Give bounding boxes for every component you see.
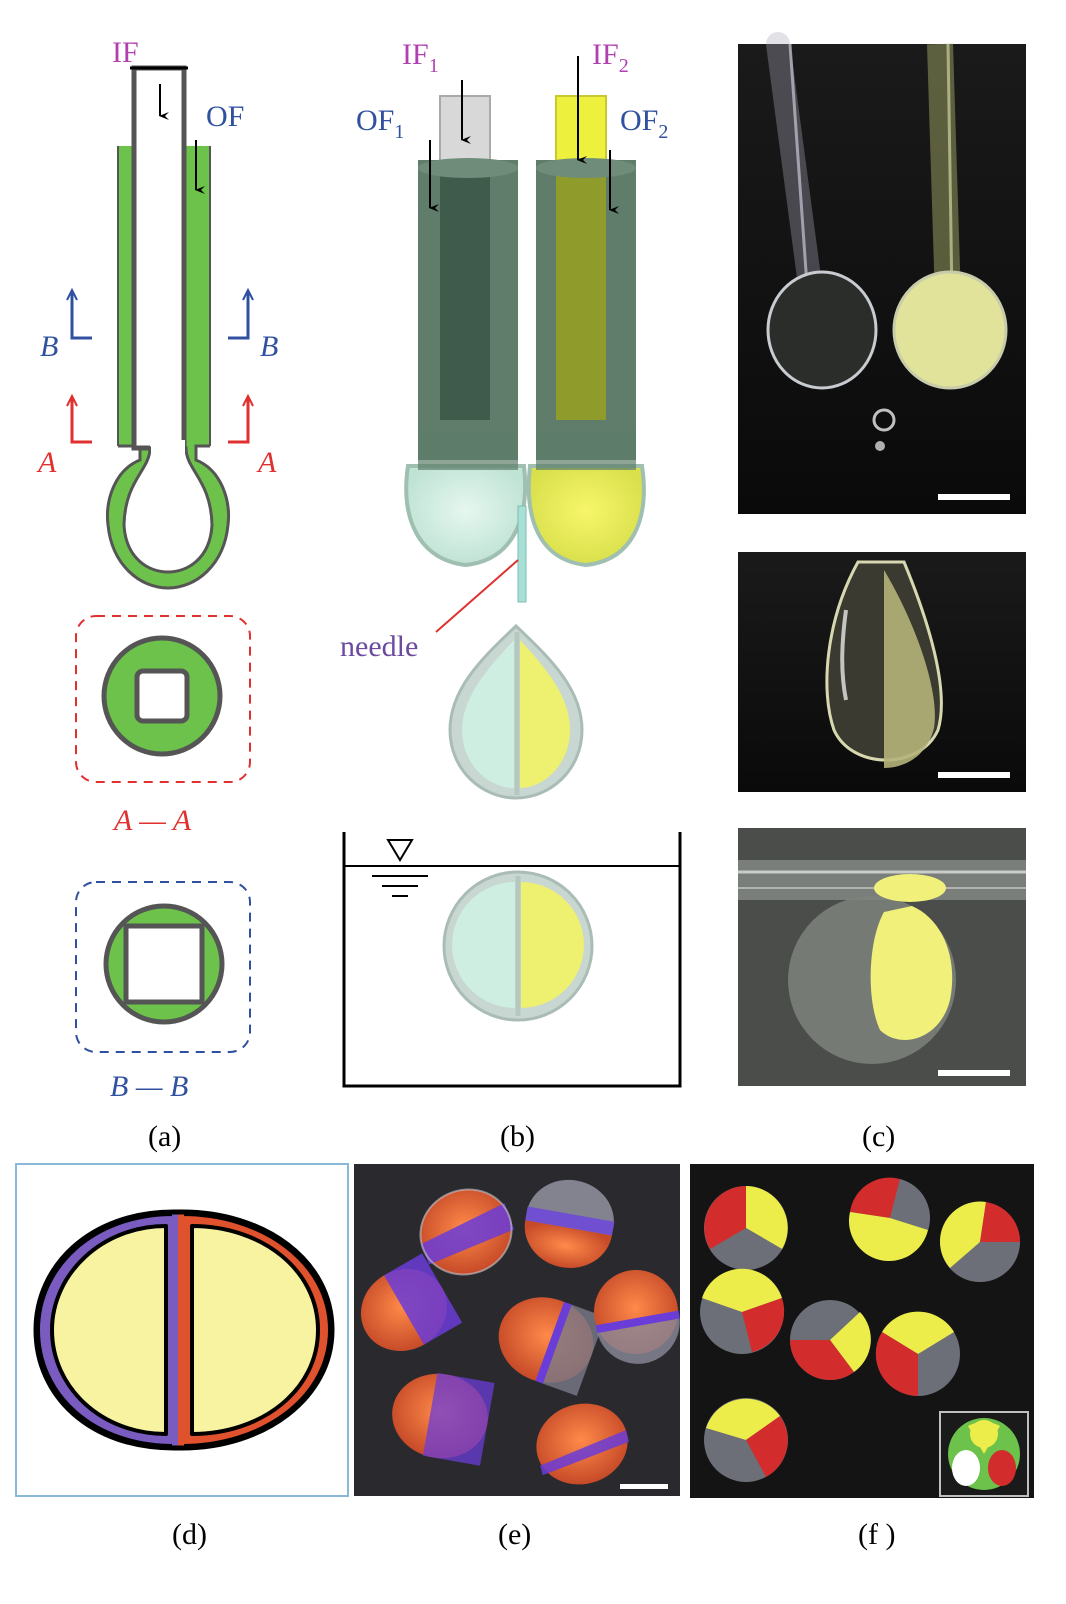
photo-teardrop (738, 552, 1026, 792)
panel-label-b: (b) (500, 1120, 535, 1153)
teardrop-droplet (448, 623, 584, 800)
inset-schematic (939, 1411, 1029, 1497)
needle-label: needle (340, 630, 418, 663)
section-bb-view (75, 881, 251, 1053)
section-a-left-label: A (36, 446, 57, 479)
panel-c: (c) (738, 32, 1026, 1153)
of-label: OF (206, 100, 244, 133)
nozzle-cross-section (105, 65, 231, 590)
panel-f: (f ) (690, 1164, 1034, 1551)
needle (517, 505, 527, 603)
tri-compartment-beads (700, 1177, 1021, 1482)
panel-label-a: (a) (148, 1120, 181, 1153)
section-aa-view (75, 615, 251, 783)
section-a-markers (66, 393, 254, 444)
panel-label-f: (f ) (858, 1518, 895, 1551)
of1-label: OF1 (356, 104, 404, 143)
if-label: IF (112, 36, 139, 69)
left-nozzle (404, 95, 528, 568)
photo-nozzles (738, 32, 1026, 514)
water-level-icon (386, 839, 414, 862)
section-b-markers (66, 287, 254, 340)
panel-d: (d) (15, 1163, 349, 1551)
section-aa-label: A — A (112, 804, 192, 837)
scale-bar (938, 494, 1010, 500)
scale-bar (938, 772, 1010, 778)
of2-label: OF2 (620, 104, 668, 143)
section-bb-label: B — B (110, 1070, 188, 1103)
section-b-right-label: B (260, 330, 278, 363)
panel-b: IF1 IF2 OF1 OF2 needle (b) (340, 38, 682, 1153)
scale-bar (938, 1070, 1010, 1076)
panel-label-d: (d) (172, 1518, 207, 1551)
janus-beads-purple-orange (360, 1179, 680, 1485)
panel-label-e: (e) (498, 1518, 531, 1551)
photo-bead-in-water (738, 828, 1026, 1086)
collection-bath (342, 832, 682, 1088)
panel-a: IF OF B B A A A — A (36, 36, 278, 1153)
if1-label: IF1 (402, 38, 439, 77)
scale-bar (620, 1484, 668, 1489)
section-b-left-label: B (40, 330, 58, 363)
section-a-right-label: A (256, 446, 277, 479)
janus-bead-schematic (33, 1209, 335, 1451)
panel-e: (e) (354, 1164, 680, 1551)
panel-label-c: (c) (862, 1120, 895, 1153)
if2-label: IF2 (592, 38, 629, 77)
right-nozzle (526, 95, 646, 568)
